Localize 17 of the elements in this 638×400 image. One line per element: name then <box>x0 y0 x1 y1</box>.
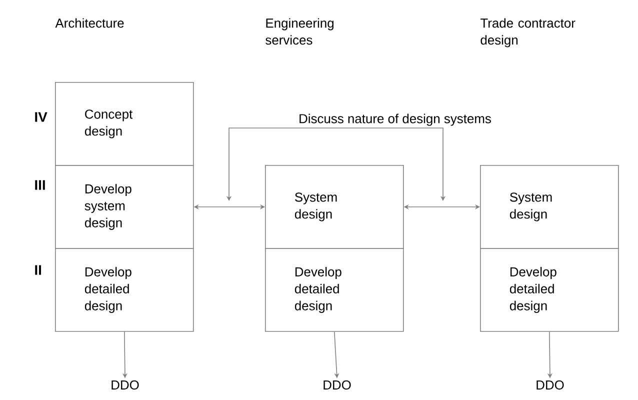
leader-line <box>394 128 446 201</box>
text-label: DDO <box>536 380 564 390</box>
table-cell: System design <box>480 165 619 249</box>
column-heading: Trade contractor design <box>480 18 576 48</box>
text-label: Discuss nature of design systems <box>300 114 491 126</box>
text-label: DDO <box>324 380 351 390</box>
table-cell: Develop system design <box>55 165 194 249</box>
table-cell: System design <box>265 165 404 249</box>
table-cell: Develop detailed design <box>55 248 194 332</box>
table-cell: Develop detailed design <box>480 248 619 332</box>
table-cell: Develop detailed design <box>265 248 404 332</box>
stage-numeral: II <box>35 265 42 275</box>
column-heading: Architecture <box>55 18 124 28</box>
text-label: DDO <box>112 380 139 390</box>
column-heading: Engineering services <box>266 18 334 45</box>
table-cell: Concept design <box>55 82 194 166</box>
stage-numeral: III <box>35 180 45 190</box>
